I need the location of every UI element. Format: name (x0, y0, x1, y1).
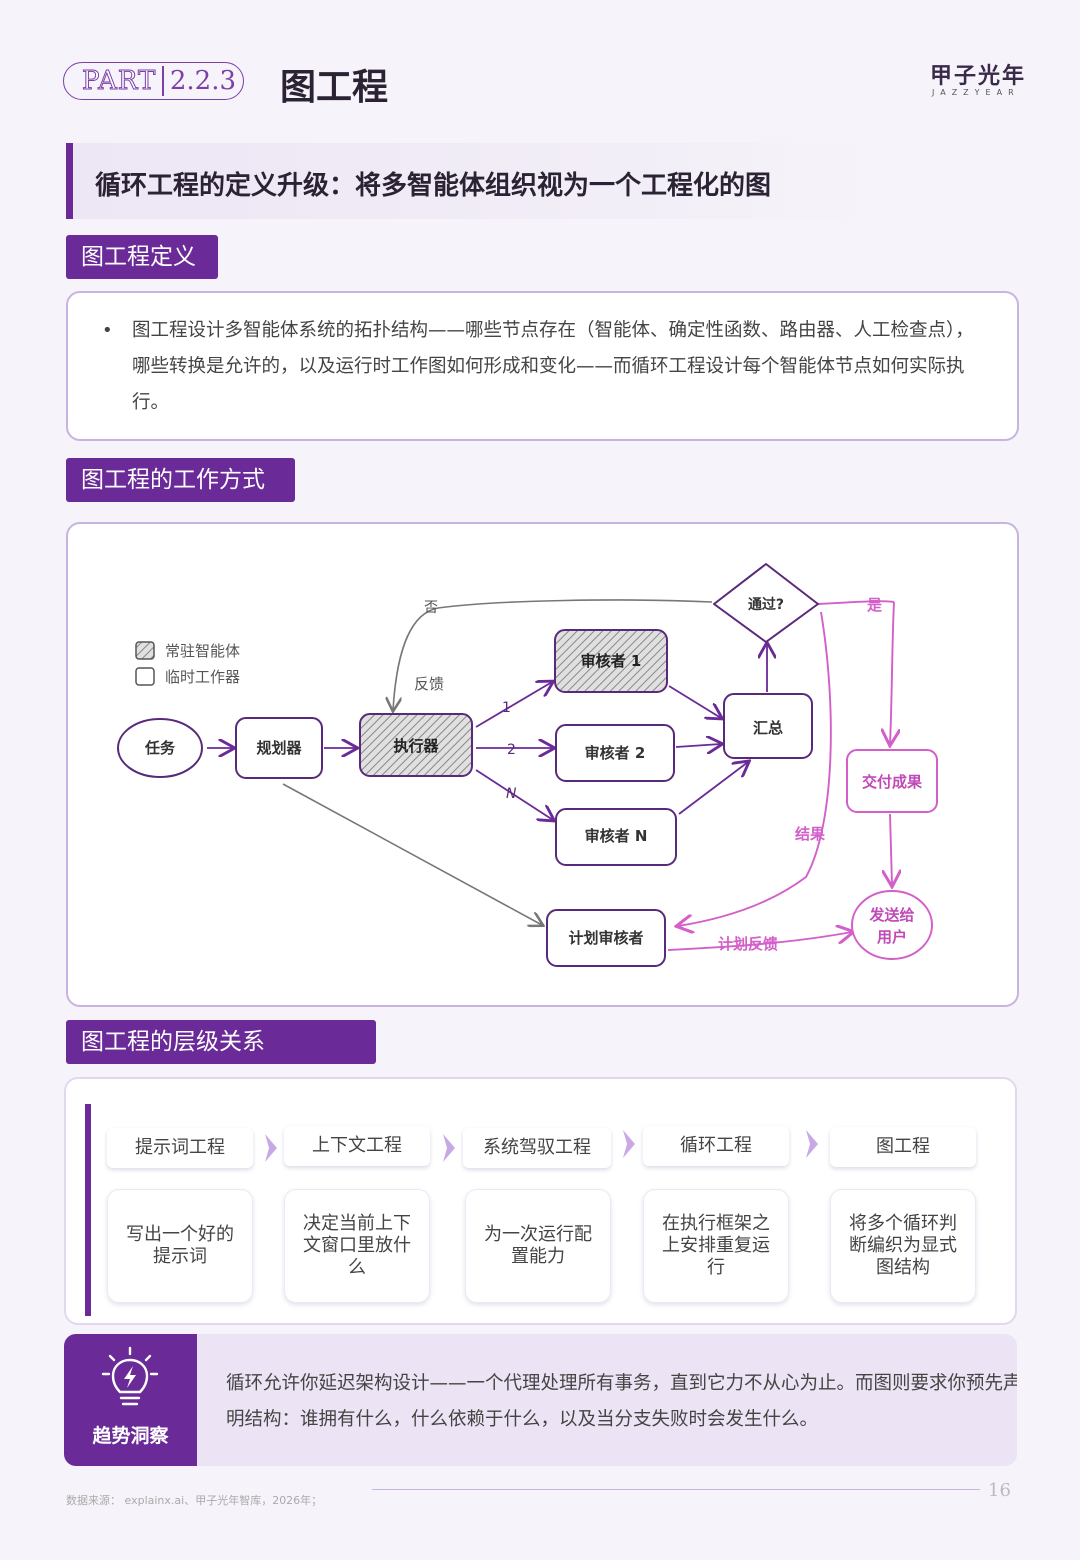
section-banner: 循环工程的定义升级：将多智能体组织视为一个工程化的图 (66, 143, 866, 219)
edge-exec-r1 (475, 682, 552, 728)
edge-r1-agg (668, 685, 721, 718)
workflow-card: 常驻智能体 临时工作器 (66, 522, 1019, 1007)
hierarchy-label-4: 循环工程 (643, 1126, 789, 1166)
node-reviewer2-label: 审核者 2 (585, 744, 646, 762)
chevron-right-icon (265, 1134, 277, 1162)
hierarchy-desc-2: 决定当前上下文窗口里放什么 (284, 1189, 430, 1303)
node-reviewerN-label: 审核者 N (585, 827, 648, 845)
hierarchy-label-3: 系统驾驭工程 (463, 1128, 611, 1168)
node-executor-label: 执行器 (393, 737, 439, 755)
label-result: 结果 (795, 825, 826, 843)
node-reviewer1-label: 审核者 1 (581, 652, 642, 670)
legend-hatched-swatch (135, 641, 155, 660)
node-pass-label: 通过? (748, 596, 784, 613)
page-title: 图工程 (280, 67, 389, 108)
hierarchy-label-2: 上下文工程 (284, 1126, 430, 1166)
chevron-right-icon (806, 1130, 818, 1158)
logo-subtitle: JAZZYEAR (932, 88, 1020, 97)
hierarchy-desc-3: 为一次运行配置能力 (465, 1189, 611, 1303)
insight-label: 趋势洞察 (92, 1425, 169, 1447)
node-plan-reviewer (546, 909, 666, 967)
label-e2: 2 (507, 742, 516, 758)
part-divider (162, 66, 164, 96)
node-task-label: 任务 (144, 739, 176, 757)
hierarchy-accent-bar (85, 1104, 91, 1316)
jazzyear-logo-icon (880, 52, 914, 108)
definition-tag: 图工程定义 (66, 235, 218, 279)
legend-resident: 常驻智能体 (165, 642, 240, 660)
edge-pass-yes (817, 600, 895, 605)
label-feedback: 反馈 (414, 675, 444, 693)
node-task (117, 718, 203, 778)
definition-text: 图工程设计多智能体系统的拓扑结构——哪些节点存在（智能体、确定性函数、路由器、人… (132, 320, 974, 413)
label-no: 否 (424, 600, 438, 616)
hierarchy-label-5: 图工程 (830, 1127, 976, 1167)
node-reviewerN (555, 808, 677, 866)
node-planner (235, 717, 323, 779)
legend-temporary: 临时工作器 (165, 668, 240, 686)
part-badge: PART 2.2.3 (63, 62, 244, 100)
label-e1: 1 (502, 700, 511, 716)
legend-plain-swatch (135, 667, 155, 686)
lightbulb-icon (101, 1346, 159, 1406)
node-planner-label: 规划器 (256, 739, 302, 757)
label-en: N (506, 786, 517, 802)
edge-plan-feedback (667, 932, 852, 951)
node-deliver-label: 交付成果 (862, 773, 923, 791)
footer-source: 数据来源： explainx.ai、甲子光年智库，2026年； (66, 1494, 323, 1507)
node-pass-decision (713, 563, 819, 643)
bullet: • (102, 320, 113, 341)
edge-yes-deliver (890, 601, 894, 744)
node-plan-reviewer-label: 计划审核者 (568, 929, 643, 947)
node-reviewer2 (555, 724, 675, 782)
workflow-diagram: 常驻智能体 临时工作器 (117, 563, 938, 967)
edge-result (678, 611, 832, 926)
insight-box: 趋势洞察 循环允许你延迟架构设计——一个代理处理所有事务，直到它力不从心为止。而… (64, 1334, 1017, 1466)
label-plan-feedback: 计划反馈 (718, 935, 778, 953)
edge-no-feedback (393, 599, 713, 710)
insight-badge: 趋势洞察 (64, 1334, 197, 1466)
edge-deliver-send (890, 813, 892, 885)
node-deliver (846, 749, 938, 813)
footer-divider (372, 1489, 980, 1490)
node-reviewer1 (554, 629, 668, 693)
node-executor (359, 713, 473, 777)
hierarchy-desc-4: 在执行框架之上安排重复运行 (643, 1189, 789, 1303)
part-number: 2.2.3 (169, 66, 237, 96)
node-aggregate (723, 693, 813, 759)
edge-rn-agg (678, 762, 748, 815)
workflow-tag: 图工程的工作方式 (66, 458, 295, 502)
chevron-right-icon (623, 1130, 635, 1158)
edge-planner-planreviewer (282, 783, 542, 925)
banner-title: 循环工程的定义升级：将多智能体组织视为一个工程化的图 (95, 171, 772, 201)
edge-exec-rn (475, 769, 553, 820)
hierarchy-tag: 图工程的层级关系 (66, 1020, 376, 1064)
hierarchy-label-1: 提示词工程 (107, 1128, 253, 1168)
node-send-label: 发送给 (868, 906, 914, 924)
node-send-label-2: 用户 (877, 928, 907, 946)
hierarchy-desc-1: 写出一个好的提示词 (107, 1189, 253, 1303)
node-send-user (851, 890, 933, 960)
insight-text: 循环允许你延迟架构设计——一个代理处理所有事务，直到它力不从心为止。而图则要求你… (226, 1373, 1017, 1430)
label-yes: 是 (866, 596, 883, 614)
edge-r2-agg (675, 744, 721, 747)
chevron-right-icon (443, 1134, 455, 1162)
node-aggregate-label: 汇总 (753, 719, 783, 737)
definition-card: • 图工程设计多智能体系统的拓扑结构——哪些节点存在（智能体、确定性函数、路由器… (66, 291, 1019, 441)
logo-name: 甲子光年 (930, 64, 1027, 89)
part-word: PART (81, 66, 157, 97)
hierarchy-desc-5: 将多个循环判断编织为显式图结构 (830, 1189, 976, 1303)
page-number: 16 (988, 1480, 1011, 1501)
